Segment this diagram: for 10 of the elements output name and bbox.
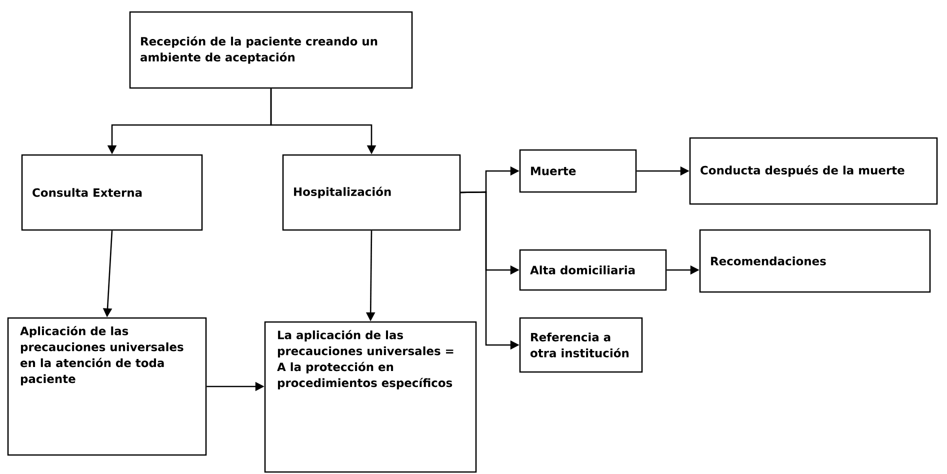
process-box: Consulta Externa	[21, 154, 203, 231]
process-box: Hospitalización	[282, 154, 461, 231]
process-box: Recomendaciones	[699, 229, 931, 293]
process-box: Conducta después de la muerte	[689, 137, 938, 205]
process-box: Referencia a otra institución	[519, 317, 643, 373]
process-box: Alta domiciliaria	[519, 249, 667, 291]
process-box: Aplicación de las precauciones universales en la atención de toda paciente	[7, 317, 207, 456]
process-box: La aplicación de las precauciones universales = A la protección en procedimientos específicos	[264, 321, 477, 473]
process-box: Recepción de la paciente creando un ambiente de aceptación	[129, 11, 413, 89]
process-box: Muerte	[519, 149, 637, 193]
